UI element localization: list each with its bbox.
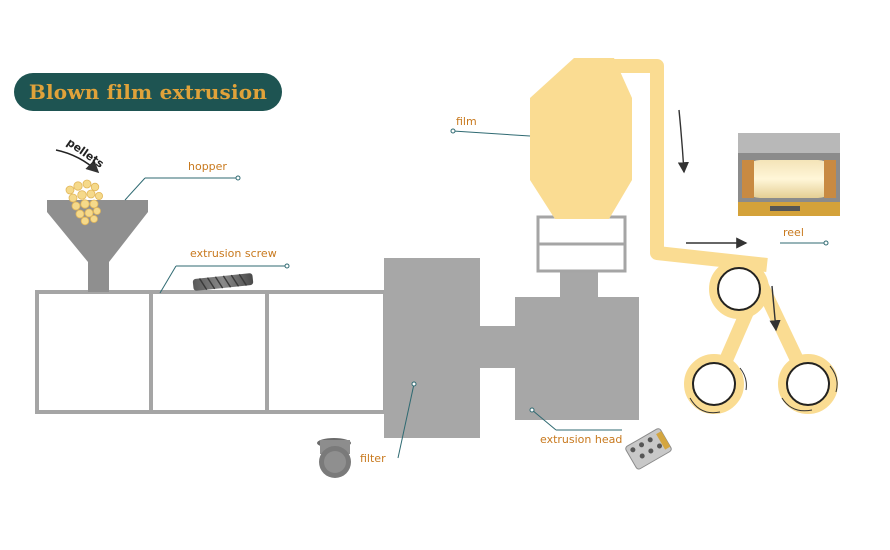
extrusion-head-image — [625, 428, 672, 470]
label-extrusion-screw: extrusion screw — [190, 247, 277, 260]
rotation-arrow-left — [689, 397, 721, 414]
extrusion-screw-image — [192, 273, 254, 291]
barrel-section-3 — [265, 290, 387, 414]
label-extrusion-head: extrusion head — [540, 433, 622, 446]
hopper-leader — [124, 177, 146, 201]
extruder-barrel — [35, 290, 387, 414]
pellets-arrow — [55, 149, 100, 174]
bubble-frame — [536, 215, 627, 273]
filter-image — [317, 438, 351, 478]
screw-leader — [159, 265, 177, 294]
label-filter: filter — [360, 452, 386, 465]
roller-top — [709, 259, 769, 319]
filter-leader — [397, 383, 415, 459]
label-hopper: hopper — [188, 160, 227, 173]
film-bubble — [530, 58, 632, 219]
film-leader — [452, 130, 531, 137]
flow-arrow-reel-down — [769, 285, 781, 332]
pellets-cluster — [65, 179, 104, 226]
label-film: film — [456, 115, 477, 128]
filter-block — [384, 258, 518, 438]
flow-arrow-down — [677, 109, 689, 174]
extrusion-head — [515, 272, 639, 420]
head-leader — [531, 409, 557, 431]
barrel-section-2 — [149, 290, 269, 414]
rotation-arrow-right — [781, 397, 813, 412]
reel-image — [738, 133, 840, 216]
title-badge: Blown film extrusion — [14, 73, 282, 111]
label-pellets: pellets — [64, 136, 106, 171]
roller-bottom-left — [684, 354, 744, 414]
hopper — [47, 200, 148, 292]
barrel-section-1 — [35, 290, 153, 414]
roller-bottom-right — [778, 354, 838, 414]
label-reel: reel — [783, 226, 804, 239]
diagram-title: Blown film extrusion — [28, 80, 268, 104]
film-path — [608, 59, 768, 272]
